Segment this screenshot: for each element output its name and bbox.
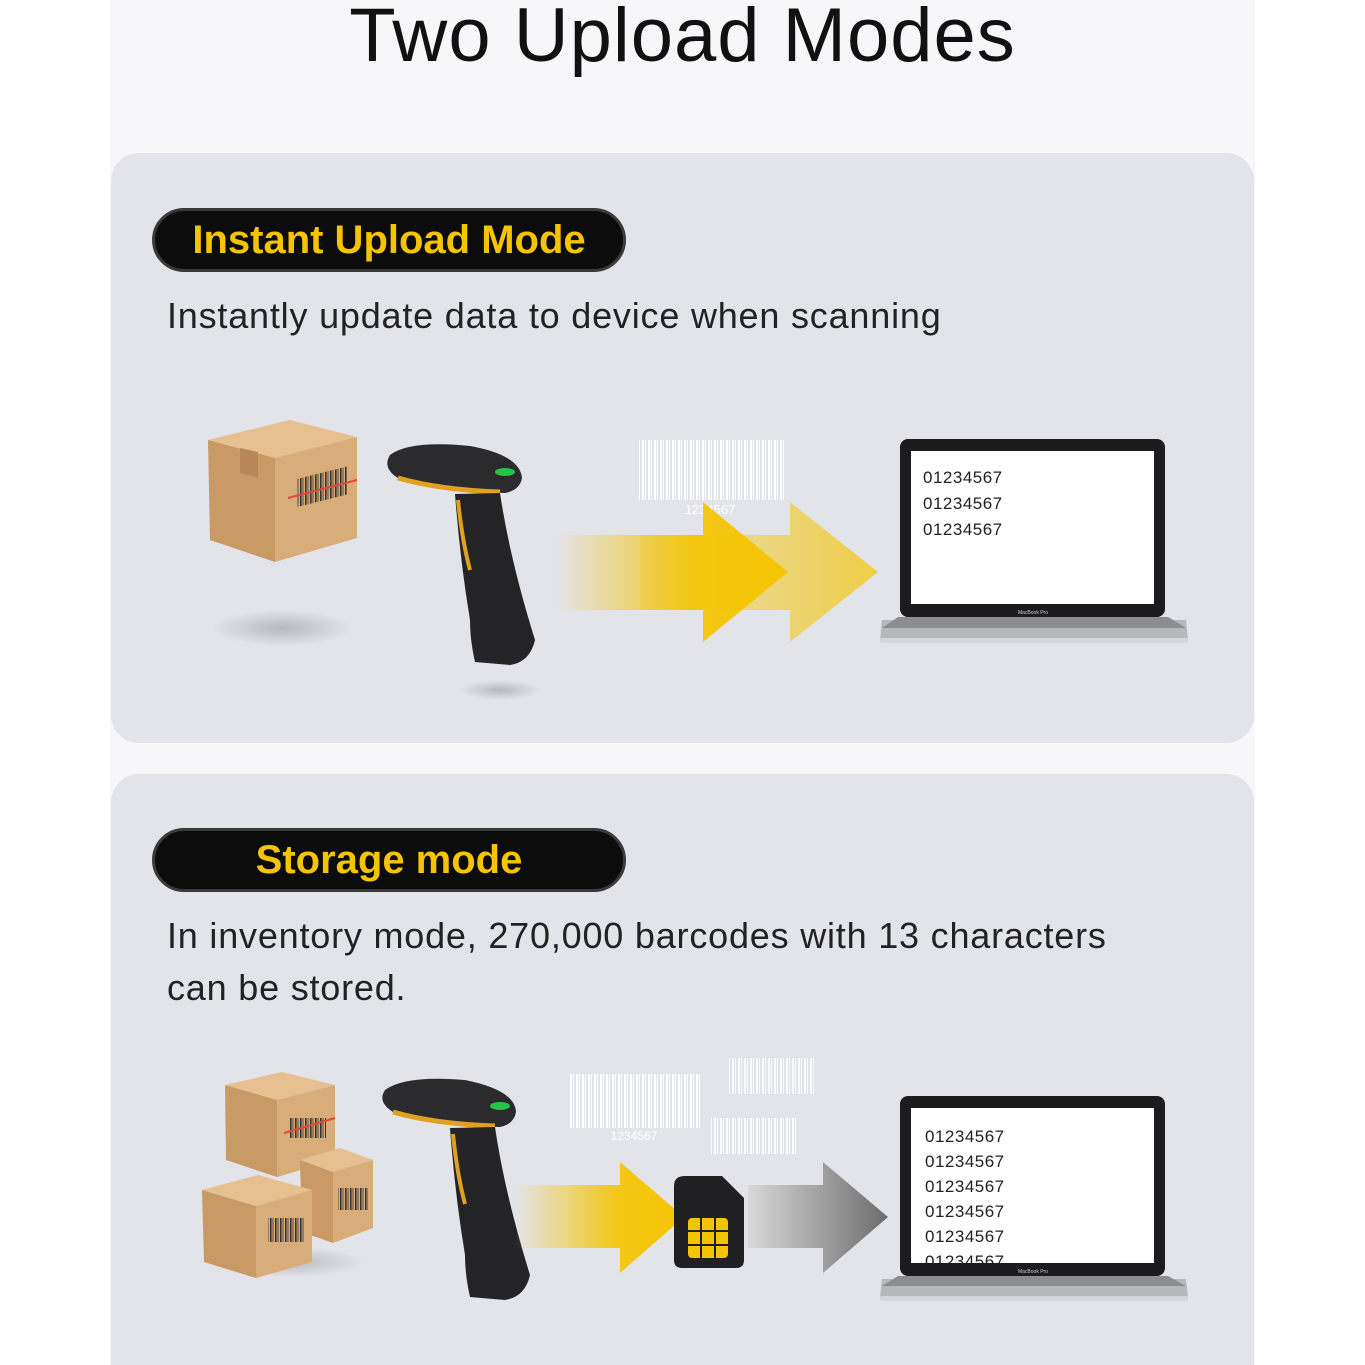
screen-line: 01234567 (925, 1202, 1005, 1221)
barcode-scanner-icon-2 (382, 1078, 530, 1300)
screen-line: 01234567 (923, 468, 1003, 487)
screen-line: 01234567 (925, 1152, 1005, 1171)
barcode-graphic: 1234567 (638, 440, 786, 517)
laptop-icon-2: MacBook Pro (880, 1096, 1188, 1301)
stacked-boxes-icon (202, 1072, 373, 1278)
screen-line: 01234567 (925, 1127, 1005, 1146)
screen-line: 01234567 (925, 1177, 1005, 1196)
page-title: Two Upload Modes (349, 0, 1016, 78)
screen-line: 01234567 (923, 520, 1003, 539)
memory-chip-icon (674, 1176, 744, 1268)
instant-upload-label: Instant Upload Mode (192, 217, 586, 262)
shipping-box-icon (208, 420, 358, 646)
barcode-scanner-icon (387, 444, 540, 700)
barcode-caption-2: 1234567 (611, 1129, 658, 1143)
storage-mode-label: Storage mode (255, 837, 523, 882)
gray-arrow-icon (748, 1162, 888, 1273)
laptop-icon: MacBook Pro (880, 439, 1188, 643)
laptop-brand-label-2: MacBook Pro (1018, 1269, 1048, 1275)
screen-line: 01234567 (923, 494, 1003, 513)
laptop-brand-label: MacBook Pro (1018, 610, 1048, 616)
storage-mode-badge: Storage mode (152, 828, 626, 892)
storage-description-line1: In inventory mode, 270,000 barcodes with… (167, 915, 1107, 956)
instant-upload-badge: Instant Upload Mode (152, 208, 626, 272)
laptop-screen-2: 01234567 01234567 01234567 01234567 0123… (911, 1108, 1154, 1263)
transfer-arrow-icon (555, 502, 878, 642)
instant-upload-description: Instantly update data to device when sca… (167, 295, 942, 336)
transfer-arrow-icon-2 (515, 1162, 684, 1273)
storage-description-line2: can be stored. (167, 967, 407, 1008)
screen-line: 01234567 (925, 1227, 1005, 1246)
screen-line: 01234567 (925, 1252, 1005, 1263)
barcode-graphics: 1234567 (568, 1058, 816, 1154)
